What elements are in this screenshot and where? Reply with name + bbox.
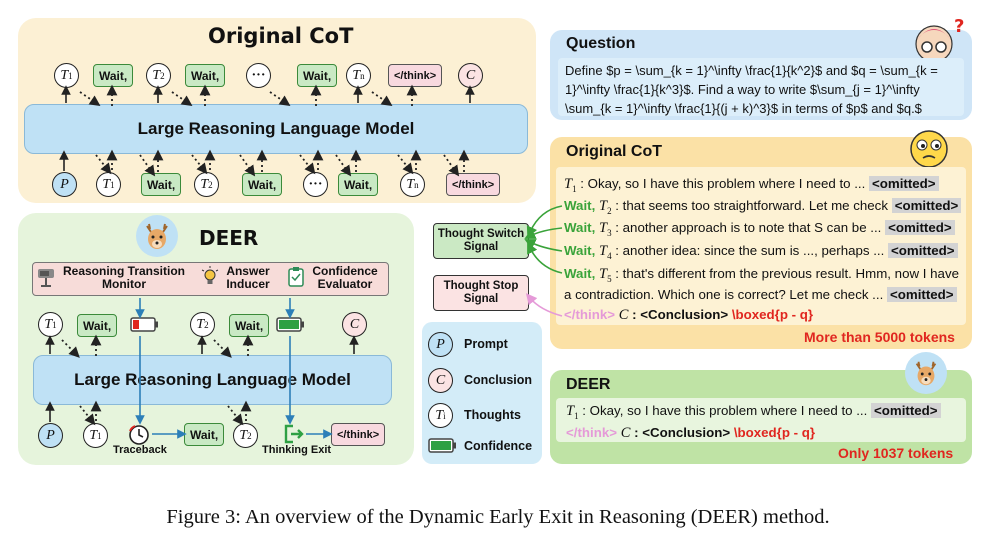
svg-text:?: ? (954, 16, 964, 37)
wait-token: Wait, (141, 173, 182, 196)
question-text-bg (558, 58, 964, 116)
deer-arrows (45, 298, 359, 439)
legend-conclusion-label: Conclusion (464, 373, 533, 387)
figure-caption: Figure 3: An overview of the Dynamic Ear… (166, 506, 830, 528)
deer-avatar-icon (905, 352, 947, 394)
wait-token: Wait, (77, 314, 118, 337)
deer-line-1: T1 : Okay, so I have this problem where … (566, 403, 941, 421)
lightbulb-icon (200, 266, 220, 288)
traceback-label: Traceback (113, 444, 167, 456)
cot-conclusion: </think> C : <Conclusion> \boxed{p - q} (564, 307, 814, 323)
token-conclusion-deer: C (342, 312, 367, 337)
token-prompt: P (52, 172, 77, 197)
original-cot-token-count: More than 5000 tokens (804, 329, 955, 345)
emoji-confused-icon (908, 128, 950, 170)
legend-prompt-label: Prompt (464, 337, 508, 351)
thought-switch-signal: Thought Switch Signal (433, 223, 529, 259)
wait-token: Wait, (242, 173, 283, 196)
ellipsis-token: ··· (303, 172, 328, 197)
original-arrows (59, 84, 475, 177)
question-title: Question (566, 35, 636, 52)
traceback-clock-icon (127, 423, 151, 447)
think-end-token: </think> (446, 173, 501, 196)
cot-line-4: Wait, T4 : another idea: since the sum i… (564, 243, 958, 261)
legend-thoughts-label: Thoughts (464, 408, 521, 422)
cot-line-3: Wait, T3 : another approach is to note t… (564, 220, 955, 238)
thought-stop-signal: Thought Stop Signal (433, 275, 529, 311)
original-cot-title: Original CoT (208, 24, 354, 48)
cot-line-6: a contradiction. Which one is correct? L… (564, 287, 957, 302)
deer-logo-icon (136, 215, 178, 257)
exit-icon (283, 423, 305, 445)
lrlm-deer: Large Reasoning Language Model (33, 355, 392, 405)
module-evaluator-label: Confidence Evaluator (312, 264, 378, 291)
battery-low-icon (130, 317, 160, 333)
deer-conclusion: </think> C : <Conclusion> \boxed{p - q} (566, 425, 816, 441)
monitor-icon (36, 266, 56, 288)
clipboard-icon (286, 266, 306, 288)
thinking-exit-label: Thinking Exit (262, 444, 332, 456)
avatar-thinking-icon: ? (910, 16, 968, 66)
question-text: Define $p = \sum_{k = 1}^\infty \frac{1}… (565, 63, 938, 116)
deer-token-count: Only 1037 tokens (838, 445, 954, 461)
module-monitor-label: Reasoning Transition Monitor (62, 264, 185, 291)
legend-conclusion-symbol: C (428, 368, 453, 393)
token-prompt-deer: P (38, 423, 63, 448)
battery-full-icon (276, 317, 306, 333)
wait-token: Wait, (184, 423, 225, 446)
legend-confidence-label: Confidence (464, 439, 533, 453)
cot-line-5: Wait, T5 : that's different from the pre… (564, 266, 959, 284)
legend-prompt-symbol: P (428, 332, 453, 357)
cot-line-2: Wait, T2 : that seems too straightforwar… (564, 198, 962, 216)
lrlm-original: Large Reasoning Language Model (24, 104, 528, 154)
wait-token: Wait, (297, 64, 338, 87)
cot-line-1: T1 : Okay, so I have this problem where … (564, 176, 939, 194)
module-inducer-label: Answer Inducer (226, 264, 270, 291)
deer-text-title: DEER (566, 376, 611, 393)
think-end-token-deer: </think> (331, 423, 386, 446)
deer-title: DEER (199, 226, 259, 250)
original-cot-text-title: Original CoT (566, 143, 662, 160)
wait-token: Wait, (338, 173, 379, 196)
wait-token: Wait, (229, 314, 270, 337)
ellipsis-token: ··· (246, 63, 271, 88)
battery-legend-icon (428, 438, 458, 454)
